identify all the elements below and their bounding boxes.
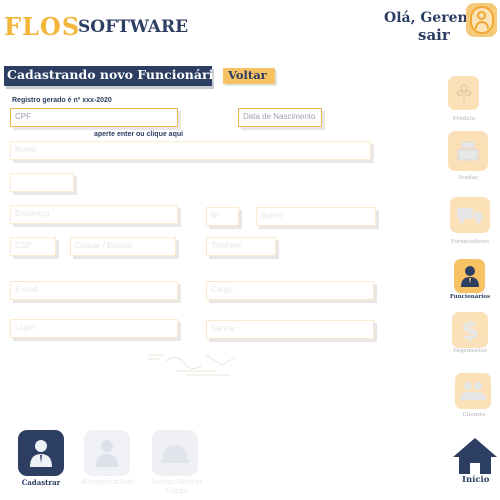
registration-note: Registro gerado é nº xxx-2020	[12, 97, 112, 104]
flower-icon	[448, 76, 479, 110]
truck-icon	[450, 197, 490, 233]
employee-icon	[18, 430, 64, 476]
district-input[interactable]: Bairro	[256, 207, 376, 226]
city-input[interactable]: Cidade / Estado	[70, 237, 176, 256]
hardhat-icon	[152, 430, 198, 476]
sidebar-item-label: Produto	[452, 116, 476, 122]
cpf-hint: aperte enter ou clique aqui	[94, 131, 184, 138]
email-input[interactable]: E-mail	[10, 281, 178, 300]
birth-date-input[interactable]: Data de Nascimento	[238, 108, 322, 127]
sidebar-item-label: Clientes	[462, 412, 486, 418]
logout-link[interactable]: sair	[418, 26, 450, 44]
sidebar-item-fornecedores[interactable]	[450, 197, 490, 233]
sidebar-item-label: Funcionários	[449, 294, 491, 300]
cep-input[interactable]: CEP	[10, 237, 56, 256]
role-button[interactable]	[152, 430, 198, 476]
sidebar-item-produto[interactable]	[448, 76, 479, 110]
back-button[interactable]: Voltar	[223, 68, 275, 84]
sidebar-item-clientes[interactable]	[455, 373, 491, 409]
sidebar-item-funcionarios[interactable]	[454, 259, 485, 293]
user-greeting: Olá, Gerente	[384, 10, 484, 26]
password-input[interactable]: Senha	[206, 320, 374, 339]
home-label: Início	[462, 475, 490, 485]
address-input[interactable]: Endereço	[10, 205, 178, 224]
login-input[interactable]: Login	[10, 319, 178, 338]
role-label: Incluir/Alterar Cargo	[151, 478, 203, 495]
logo-flos: FLOS	[4, 12, 81, 41]
home-button[interactable]	[452, 436, 498, 480]
dollar-icon: $	[452, 312, 488, 348]
user-avatar-icon[interactable]	[466, 3, 497, 37]
page-title: Cadastrando novo Funcionário	[4, 66, 222, 86]
clients-icon	[455, 373, 491, 409]
decorative-sketch	[148, 354, 237, 376]
sidebar-item-vendas[interactable]	[448, 131, 488, 171]
register-label: Cadastrar	[21, 478, 61, 487]
phone-input[interactable]: Telefone	[206, 237, 276, 256]
sidebar-item-label: Vendas	[458, 175, 478, 181]
cpf-input[interactable]: CPF	[10, 108, 178, 127]
sidebar-item-label: Fornecedores	[450, 239, 490, 245]
register-button[interactable]	[18, 430, 64, 476]
home-icon	[453, 438, 497, 474]
employee-icon	[454, 259, 485, 293]
edit-delete-label: Alterar/Excluir	[80, 478, 134, 486]
rg-input[interactable]	[10, 173, 74, 192]
sidebar-item-pagamentos[interactable]: $	[452, 312, 488, 348]
number-input[interactable]: Nº	[206, 207, 239, 226]
edit-delete-button[interactable]	[84, 430, 130, 476]
role-input[interactable]: Cargo	[206, 281, 374, 300]
svg-text:$: $	[461, 316, 479, 344]
name-input[interactable]: Nome	[10, 141, 371, 160]
logo-software: SOFTWARE	[78, 17, 189, 37]
cash-register-icon	[448, 131, 488, 171]
employee-icon	[84, 430, 130, 476]
sidebar-item-label: Pagamentos	[453, 348, 487, 354]
